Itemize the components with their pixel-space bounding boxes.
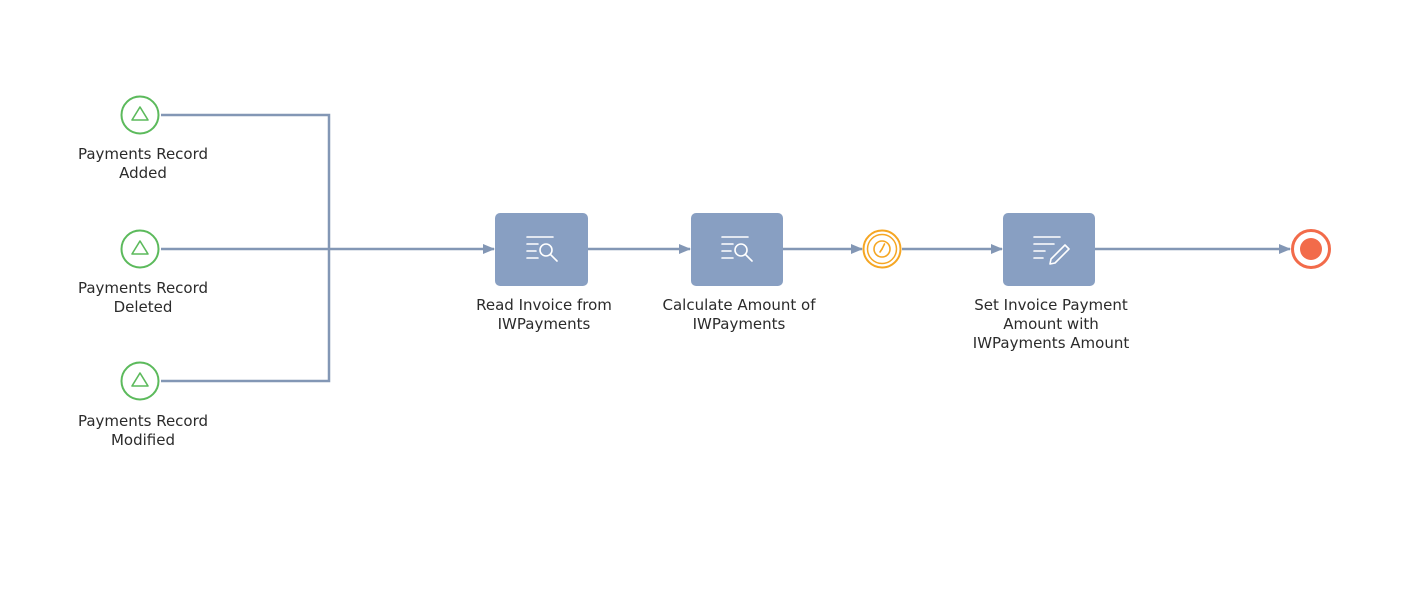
start-event-modified[interactable] [120, 361, 160, 401]
task-read-invoice[interactable] [495, 213, 588, 286]
connector-trigger-modified[interactable] [161, 249, 331, 383]
trigger-label-added: Payments Record Added [77, 145, 209, 182]
read-data-icon [721, 236, 753, 262]
task-label-calculate-amount: Calculate Amount of IWPayments [662, 296, 816, 333]
terminate-end-icon [1300, 238, 1322, 260]
start-event-deleted[interactable] [120, 229, 160, 269]
triangle-signal-icon [131, 372, 149, 387]
task-label-set-invoice-payment: Set Invoice Payment Amount with IWPaymen… [972, 296, 1130, 352]
timer-icon [873, 240, 891, 258]
read-data-icon [526, 236, 558, 262]
trigger-label-deleted: Payments Record Deleted [77, 279, 209, 316]
connectors [161, 113, 1291, 383]
trigger-label-modified: Payments Record Modified [77, 412, 209, 449]
start-event-added[interactable] [120, 95, 160, 135]
modify-data-icon [1033, 236, 1070, 265]
terminate-end-event[interactable] [1291, 229, 1331, 269]
triangle-signal-icon [131, 106, 149, 121]
task-set-invoice-payment[interactable] [1003, 213, 1095, 286]
intermediate-timer-event[interactable] [862, 229, 902, 269]
triangle-signal-icon [131, 240, 149, 255]
task-calculate-amount[interactable] [691, 213, 783, 286]
task-label-read-invoice: Read Invoice from IWPayments [476, 296, 612, 333]
connector-trigger-added[interactable] [161, 113, 331, 249]
